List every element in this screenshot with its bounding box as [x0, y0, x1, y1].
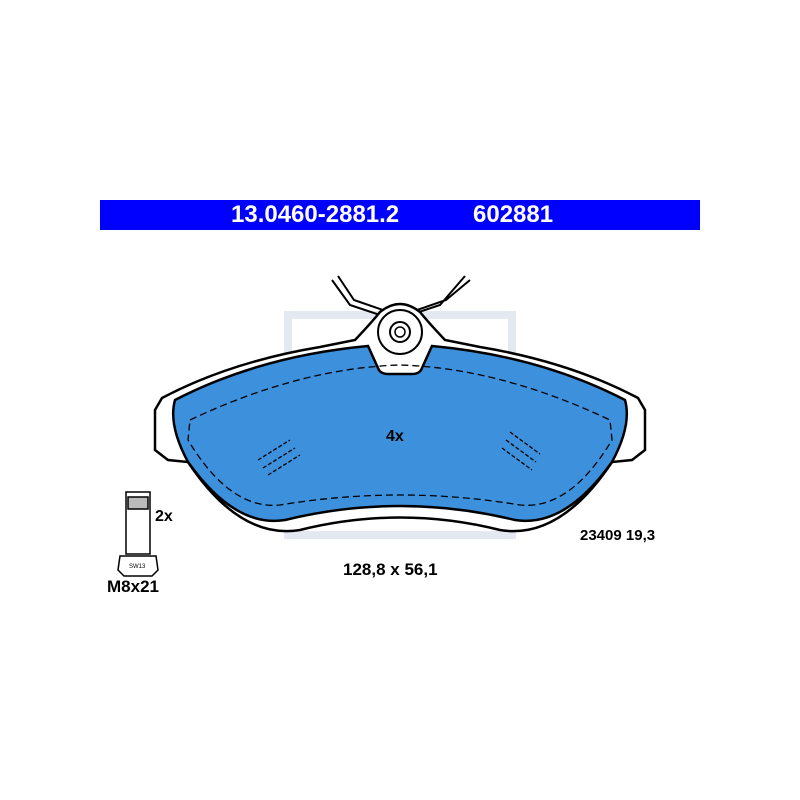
wear-outline: [187, 364, 613, 506]
bolt-drawing: SW13: [117, 491, 159, 577]
bolt-size: M8x21: [107, 577, 159, 596]
part-number-banner: 13.0460-2881.2 602881: [100, 200, 700, 230]
short-number: 602881: [473, 201, 554, 228]
pad-quantity: 4x: [386, 428, 404, 445]
pad-dimensions: 128,8 x 56,1: [343, 560, 438, 579]
bolt-quantity: 2x: [155, 508, 173, 525]
friction-pad: [171, 344, 629, 523]
bolt-wrench-size: SW13: [129, 564, 146, 570]
wear-indicator-right: [501, 431, 541, 471]
wear-indicator-left: [257, 439, 301, 476]
part-number: 13.0460-2881.2: [231, 201, 400, 228]
wva-thickness: 23409 19,3: [580, 527, 656, 544]
